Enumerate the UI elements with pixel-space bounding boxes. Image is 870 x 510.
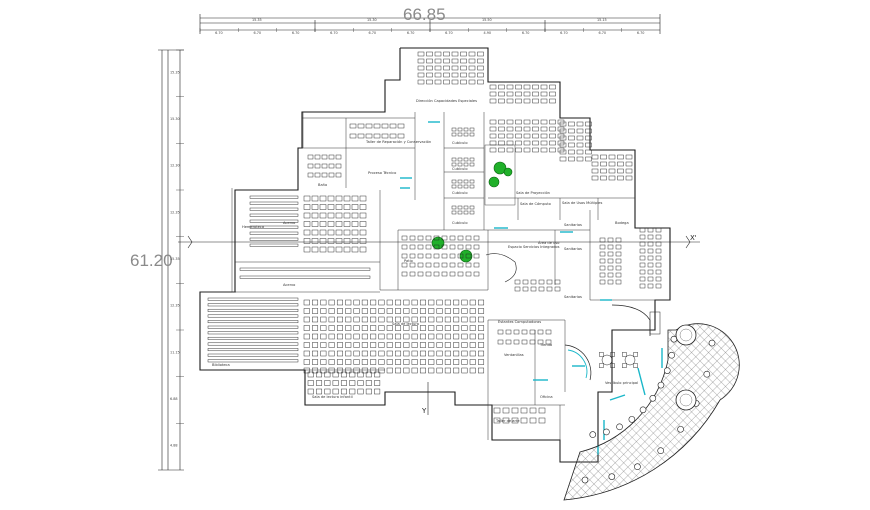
top-dimension-subvalue: 6.70 [407,31,415,35]
left-dimension-ticks: 15.35 15.30 12.30 12.35 15.35 12.35 11.15 6.88 4… [170,49,184,448]
top-dimension-value: 15.15 [597,18,607,22]
overall-width-label: 66.85 [403,5,446,24]
garden-path [485,253,517,283]
label-vestibulo: Vestíbulo principal [605,381,638,385]
label-sala-proyeccion: Sala de Proyección [516,191,550,195]
building-outline [199,47,671,463]
left-dimension-value: 6.88 [170,397,178,401]
label-oficina: Oficina [540,395,553,399]
top-dimension-segments: 15.35 15.30 15.50 15.15 [252,18,607,22]
label-taller: Taller de Reparación y Conservación [365,140,431,144]
label-cubiculo-2: Cubículo [452,167,468,171]
axis-x-label: X' [690,234,697,242]
top-dimension-subvalue: 6.70 [560,31,568,35]
label-tienda: Tienda [539,343,552,347]
label-sala-lectura: Sala de lectura [392,322,419,326]
left-dimension-value: 12.35 [170,304,180,308]
left-dimension-value: 15.35 [170,257,180,261]
label-acervo-2: Acervo [283,283,295,287]
axis-y-label: Y [421,407,427,415]
label-cubiculo-3: Cubículo [452,191,468,195]
label-estantes: Estantes Computadoras [498,320,541,324]
top-dimension-subvalue: 6.70 [254,31,262,35]
left-dimension-value: 15.35 [170,70,180,74]
top-dimension-subvalue: 6.70 [369,31,377,35]
left-dimension-value: 4.88 [170,444,178,448]
top-dimension-subsegments: 6.70 6.70 6.70 6.70 6.70 6.70 6.70 4.90 6.70 6.70… [199,28,645,35]
top-dimension-subvalue: 6.70 [445,31,453,35]
top-dimension-value: 15.30 [367,18,377,22]
label-patio: Patio [404,259,413,263]
label-ventanillas: Ventanillas [504,353,524,357]
label-area-uso: Área de uso [538,240,559,245]
label-sala-usos: Sala de Usos Múltiples [562,201,602,205]
top-dimension-subvalue: 6.70 [215,31,223,35]
label-direccion: Dirección Capacidades Especiales [416,99,477,103]
plaza-round-pods [675,324,697,411]
label-proceso: Proceso Técnico [368,171,396,175]
left-dimension-value: 15.30 [170,117,180,121]
label-sala-computo: Sala de Cómputo [520,202,551,206]
label-biblioteca: Biblioteca [212,363,230,367]
label-bano: Baño [318,183,327,187]
furniture [207,51,662,424]
label-espacio: Espacio Servicios Integrados [508,245,560,249]
label-cubiculo-1: Cubículo [452,141,468,145]
top-dimension-subvalue: 6.70 [599,31,607,35]
top-dimension-subvalue: 6.70 [637,31,645,35]
left-dimension-value: 12.35 [170,210,180,214]
top-dimension-subvalue: 6.70 [522,31,530,35]
top-dimension-subvalue: 6.70 [292,31,300,35]
left-dimension-value: 12.30 [170,164,180,168]
vestibule-curve [564,304,661,381]
label-sanitarios-2: Sanitarios [564,247,582,251]
overall-height-label: 61.20 [130,251,173,270]
label-bodega: Bodega [615,221,629,225]
top-dimension-subvalue: 4.90 [484,31,492,35]
label-sanitarios-3: Sanitarios [564,295,582,299]
top-dimension-value: 15.50 [482,18,492,22]
label-sala-lectura-inf: Sala de lectura infantil [312,395,353,399]
label-cubiculo-4: Cubículo [452,221,468,225]
left-dimension-lines [158,49,184,471]
label-sanitarios-1: Sanitarios [564,223,582,227]
top-dimension-subvalue: 6.70 [330,31,338,35]
label-acervo-1: Acervo [283,221,295,225]
entrance-plaza [563,323,740,501]
room-labels: Dirección Capacidades Especiales Taller … [212,99,638,423]
left-dimension-value: 11.15 [170,350,180,354]
label-hemeroteca: Hemeroteca [242,225,264,229]
top-dimension-value: 15.35 [252,18,262,22]
label-taller-arte: Taller de arte [495,419,520,423]
